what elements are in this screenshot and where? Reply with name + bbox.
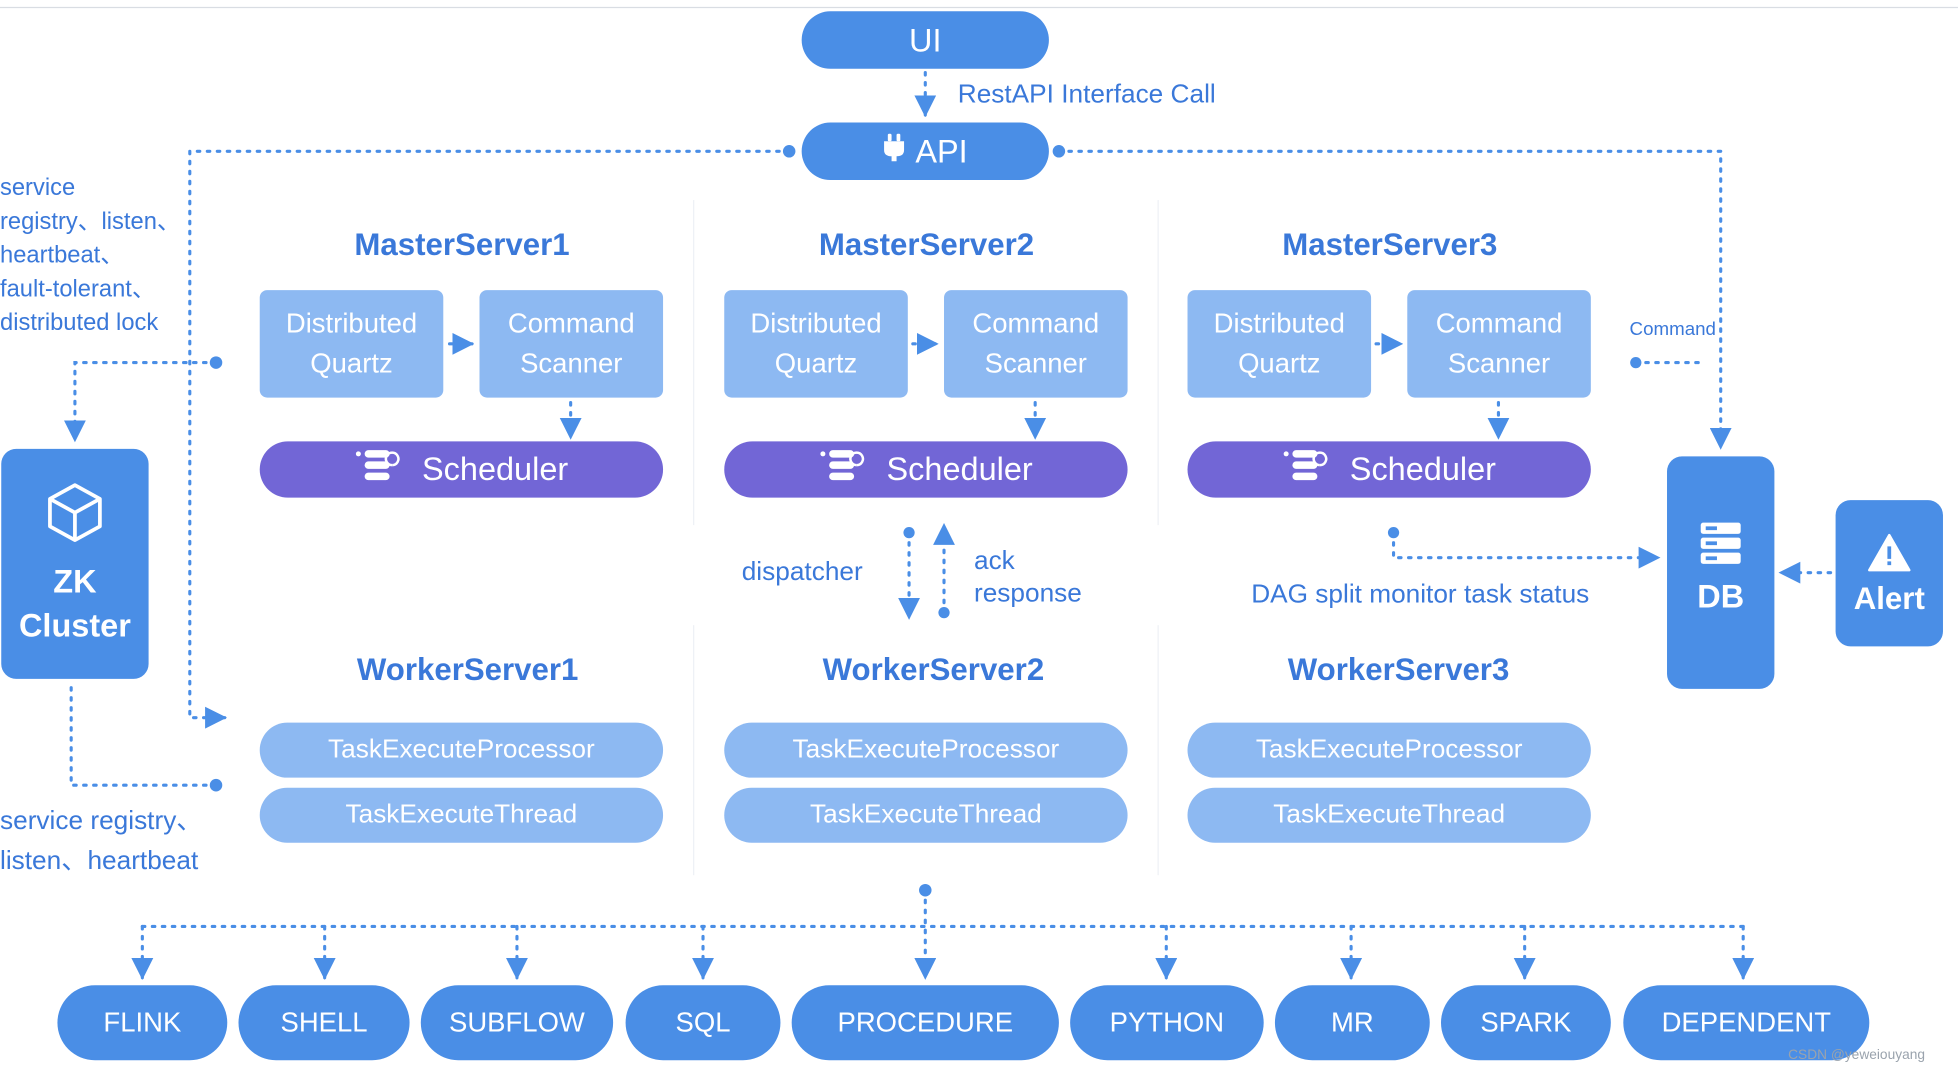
worker3-thread: TaskExecuteThread <box>1187 787 1591 843</box>
zk-worker-note: service registry、 listen、heartbeat <box>0 806 203 876</box>
cluster-label: Cluster <box>18 606 131 644</box>
scheduler-label: Scheduler <box>422 450 569 488</box>
worker1-processor: TaskExecuteProcessor <box>259 722 664 778</box>
scheduler-icon <box>819 449 866 490</box>
plug-icon <box>883 132 905 171</box>
worker1-title: WorkerServer1 <box>356 652 579 688</box>
ack-response-label: ack response <box>973 546 1082 608</box>
api-label: API <box>915 131 968 170</box>
task-type-spark: SPARK <box>1440 985 1611 1061</box>
worker3-processor: TaskExecuteProcessor <box>1187 722 1591 778</box>
api-worker-connector <box>188 149 791 729</box>
task-type-sql: SQL <box>625 985 781 1061</box>
worker2-thread: TaskExecuteThread <box>724 787 1128 843</box>
api-db-connector <box>1057 149 1732 450</box>
master1-title: MasterServer1 <box>354 227 570 263</box>
zk-master-note: service registry、listen、 heartbeat、 faul… <box>0 175 181 337</box>
scheduler-label: Scheduler <box>886 450 1033 488</box>
ui-label: UI <box>909 20 942 59</box>
task-type-mr: MR <box>1274 985 1430 1061</box>
master-zk-connector <box>63 361 218 443</box>
watermark: CSDN @yeweiouyang <box>1788 1047 1926 1063</box>
task-type-flink: FLINK <box>57 985 228 1061</box>
worker2-title: WorkerServer2 <box>822 652 1045 688</box>
db-node: DB <box>1667 456 1775 689</box>
database-icon <box>1667 521 1774 572</box>
command-label: Command <box>1629 318 1716 341</box>
task-type-subflow: SUBFLOW <box>420 985 614 1061</box>
restapi-label: RestAPI Interface Call <box>957 80 1216 109</box>
ui-node: UI <box>801 11 1049 69</box>
worker3-title: WorkerServer3 <box>1287 652 1510 688</box>
scheduler-icon <box>355 449 402 490</box>
dag-connector <box>1391 531 1661 569</box>
worker2-processor: TaskExecuteProcessor <box>724 722 1128 778</box>
scheduler-icon <box>1282 449 1329 490</box>
worker1-thread: TaskExecuteThread <box>259 787 664 843</box>
scheduler-label: Scheduler <box>1349 450 1496 488</box>
zk-cluster-node: ZK Cluster <box>1 448 149 679</box>
cube-icon <box>1 481 148 550</box>
task-type-procedure: PROCEDURE <box>791 985 1059 1061</box>
zk-label: ZK <box>53 562 97 601</box>
zk-worker-connector <box>69 686 218 787</box>
task-type-shell: SHELL <box>238 985 410 1061</box>
task-type-dependent: DEPENDENT <box>1623 985 1870 1061</box>
master2-title: MasterServer2 <box>818 227 1035 263</box>
dag-note: DAG split monitor task status <box>1251 580 1590 609</box>
master2-scheduler: Scheduler <box>724 441 1128 498</box>
warning-icon <box>1836 533 1943 579</box>
alert-node: Alert <box>1835 500 1943 647</box>
task-type-python: PYTHON <box>1070 985 1264 1061</box>
master3-title: MasterServer3 <box>1282 227 1498 263</box>
dispatcher-label: dispatcher <box>741 557 863 587</box>
master1-scheduler: Scheduler <box>259 441 664 498</box>
alert-label: Alert <box>1853 581 1925 617</box>
api-node: API <box>801 122 1049 181</box>
db-label: DB <box>1697 577 1745 616</box>
master3-scheduler: Scheduler <box>1187 441 1591 498</box>
